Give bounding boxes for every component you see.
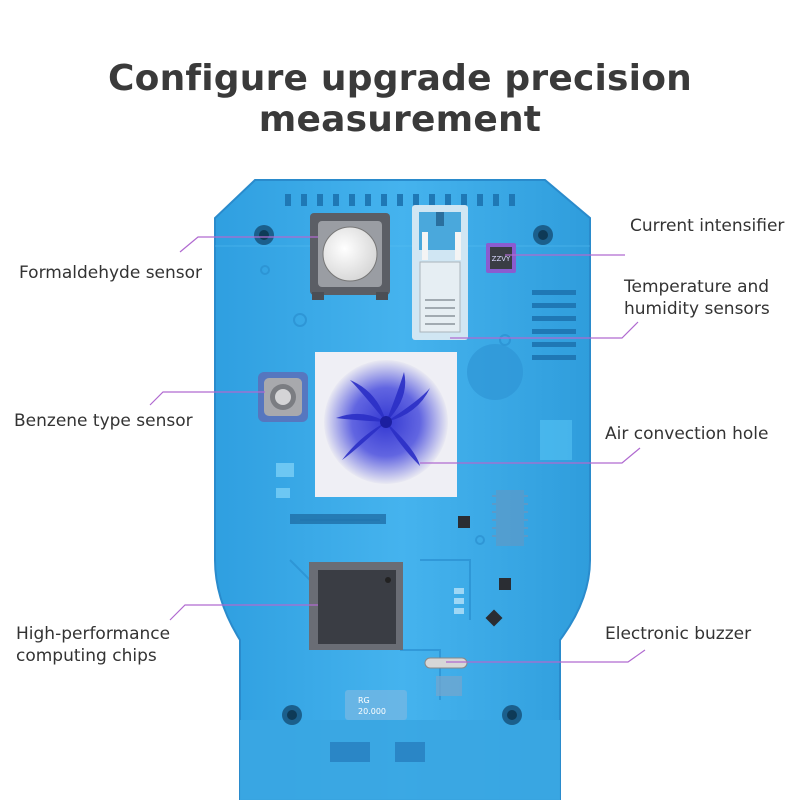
screw-icon <box>502 705 522 725</box>
small-component <box>485 609 503 627</box>
formaldehyde-sensor <box>310 213 390 300</box>
side-ic <box>492 490 528 546</box>
leader-formaldehyde <box>179 236 318 253</box>
label-benzene-sensor: Benzene type sensor <box>14 411 193 431</box>
benzene-sensor <box>258 372 308 422</box>
label-temperature-line1: Temperature and <box>624 277 770 297</box>
top-vents <box>285 194 515 206</box>
leader-temperature <box>450 321 639 339</box>
label-computing-line1: High-performance <box>16 624 171 644</box>
small-pad <box>276 463 294 477</box>
leader-computing <box>169 604 318 621</box>
led-column <box>454 588 464 614</box>
crystal-oscillator: RG 20.000 <box>345 690 407 720</box>
label-computing-chips: High-performance computing chips <box>16 623 170 667</box>
fan-icon <box>336 372 430 466</box>
crystal-mark-1: RG <box>358 696 370 705</box>
label-computing-line2: computing chips <box>16 646 157 666</box>
screw-icon <box>254 225 274 245</box>
page-title: Configure upgrade precision measurement <box>108 58 692 140</box>
label-electronic-buzzer: Electronic buzzer <box>605 624 752 644</box>
current-intensifier-chip: ZZVY <box>486 243 516 273</box>
screw-icon <box>282 705 302 725</box>
vent-circle <box>467 344 523 400</box>
label-current-intensifier: Current intensifier <box>630 216 785 236</box>
label-temperature-line2: humidity sensors <box>624 299 770 319</box>
leader-lines <box>149 236 646 663</box>
label-temperature-humidity: Temperature and humidity sensors <box>624 276 770 320</box>
small-component <box>499 578 511 590</box>
label-air-convection: Air convection hole <box>605 424 769 444</box>
small-ic <box>436 676 462 696</box>
bottom-connector <box>330 742 425 762</box>
current-chip-mark: ZZVY <box>492 255 511 263</box>
screw-icon <box>533 225 553 245</box>
small-pad <box>276 488 290 498</box>
trace-bar <box>290 514 386 524</box>
air-convection-hole <box>315 352 457 497</box>
leader-buzzer <box>446 649 646 663</box>
crystal-mark-2: 20.000 <box>358 707 386 716</box>
side-vents <box>532 290 576 360</box>
leader-air <box>420 447 641 464</box>
computing-chip <box>309 562 403 650</box>
temperature-humidity-sensor <box>412 205 468 340</box>
leader-benzene <box>149 391 265 406</box>
electronic-buzzer <box>424 657 468 669</box>
label-formaldehyde-sensor: Formaldehyde sensor <box>19 263 203 283</box>
small-component <box>458 516 470 528</box>
side-pad <box>540 420 572 460</box>
